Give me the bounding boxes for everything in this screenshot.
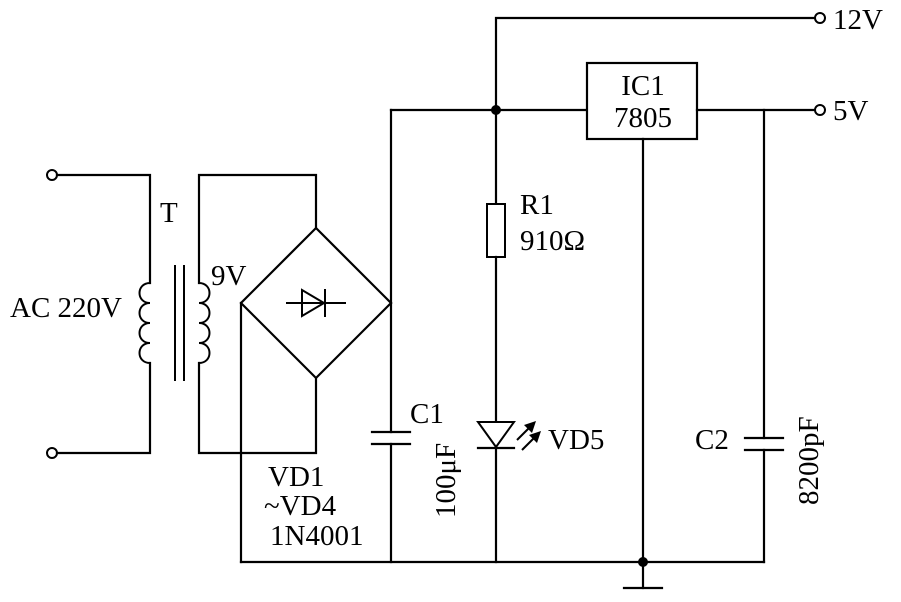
output-5v-label: 5V bbox=[833, 95, 869, 127]
vd5-arrow-2-line bbox=[521, 436, 536, 451]
ic1-ref-label: IC1 bbox=[621, 70, 665, 102]
primary-voltage-label: AC 220V bbox=[10, 292, 122, 324]
vd5-ref-label: VD5 bbox=[548, 424, 604, 456]
bridge-part-label: 1N4001 bbox=[270, 520, 363, 552]
terminal-5v bbox=[814, 104, 826, 116]
terminal-12v bbox=[814, 12, 826, 24]
ground-symbol bbox=[622, 560, 664, 590]
c2-ref-label: C2 bbox=[695, 424, 729, 456]
vd5-triangle bbox=[476, 421, 516, 449]
primary-coil bbox=[138, 282, 151, 364]
secondary-wire-bottom bbox=[197, 361, 318, 455]
r1-ref-label: R1 bbox=[520, 189, 554, 221]
primary-wire-top bbox=[55, 173, 152, 285]
vd5-arrow-1-line bbox=[516, 426, 531, 441]
ac-terminal-top bbox=[46, 169, 58, 181]
ic1-body bbox=[585, 61, 699, 141]
secondary-winding bbox=[197, 173, 318, 455]
capacitor-c1 bbox=[370, 301, 412, 564]
vd5-light-arrows bbox=[516, 421, 541, 451]
secondary-voltage-label: 9V bbox=[211, 260, 247, 292]
output-12v-label: 12V bbox=[833, 4, 883, 36]
secondary-wire-top bbox=[197, 173, 318, 285]
capacitor-c2 bbox=[743, 108, 785, 564]
transformer-ref-label: T bbox=[160, 197, 178, 229]
bridge-diode-triangle bbox=[301, 288, 326, 318]
bridge-ref-range-label: ~VD4 bbox=[264, 490, 337, 522]
vd5-arrow-1-head bbox=[524, 421, 536, 433]
c1-value-label: 100μF bbox=[430, 443, 462, 518]
vd5-arrow-2-head bbox=[529, 431, 541, 443]
c2-value-label: 8200pF bbox=[793, 416, 825, 505]
bridge-diamond bbox=[239, 226, 393, 380]
bridge-rectifier bbox=[239, 226, 393, 380]
ac-input bbox=[46, 169, 152, 459]
ic1-part-label: 7805 bbox=[614, 102, 672, 134]
secondary-coil bbox=[198, 282, 211, 364]
c1-ref-label: C1 bbox=[410, 398, 444, 430]
r1-body bbox=[486, 203, 506, 258]
led-vd5 bbox=[476, 421, 541, 564]
r1-value-label: 910Ω bbox=[520, 225, 585, 257]
resistor-r1 bbox=[486, 108, 506, 424]
regulator-ic1 bbox=[585, 61, 817, 564]
bridge-ref-label: VD1 bbox=[268, 461, 324, 493]
ac-terminal-bottom bbox=[46, 447, 58, 459]
primary-wire-bottom bbox=[55, 361, 152, 455]
rail-12v-wire bbox=[494, 16, 817, 112]
